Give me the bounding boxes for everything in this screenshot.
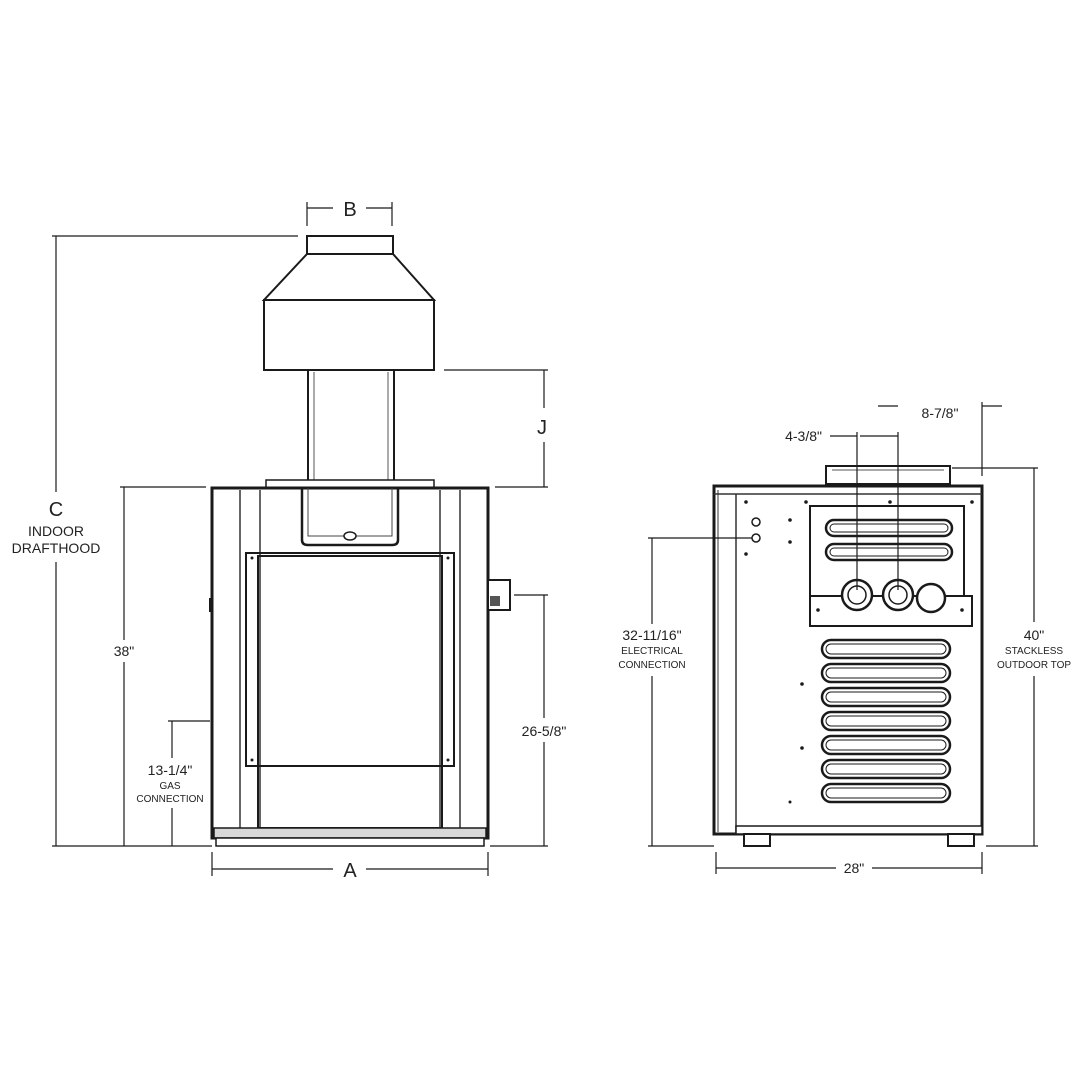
dim-40-note-1: STACKLESS bbox=[1005, 646, 1063, 657]
dim-electrical-note-1: ELECTRICAL bbox=[621, 646, 683, 657]
dim-c-note-2: DRAFTHOOD bbox=[12, 540, 101, 556]
dim-40-label: 40" bbox=[1024, 627, 1045, 643]
side-foot bbox=[743, 833, 771, 847]
control-bracket bbox=[300, 488, 400, 547]
flue-pipe bbox=[307, 369, 395, 483]
dim-gas-note-2: CONNECTION bbox=[136, 794, 203, 805]
electrical-knockout bbox=[751, 517, 761, 527]
drafthood-body bbox=[263, 299, 435, 371]
dim-a-label: A bbox=[343, 860, 357, 882]
dim-8-7-8-label: 8-7/8" bbox=[922, 405, 959, 421]
side-foot bbox=[947, 833, 975, 847]
drafthood-collar bbox=[306, 235, 394, 255]
dim-28-label: 28" bbox=[844, 860, 865, 876]
side-base bbox=[735, 825, 983, 835]
dim-4-3-8-label: 4-3/8" bbox=[785, 428, 822, 444]
dim-water-label: 26-5/8" bbox=[522, 723, 567, 739]
dim-c-label: C bbox=[49, 499, 63, 521]
gas-fitting bbox=[209, 598, 213, 612]
dim-38-label: 38" bbox=[114, 643, 135, 659]
dim-gas-note-1: GAS bbox=[159, 781, 180, 792]
outdoor-top-cap bbox=[825, 465, 951, 485]
electrical-knockout bbox=[751, 533, 761, 543]
drain-port bbox=[915, 582, 947, 614]
dim-c-note-1: INDOOR bbox=[28, 523, 84, 539]
dim-electrical-note-2: CONNECTION bbox=[618, 660, 685, 671]
front-base bbox=[213, 827, 487, 839]
dim-electrical-label: 32-11/16" bbox=[622, 627, 681, 643]
dim-j-label: J bbox=[537, 417, 547, 439]
lower-louvers bbox=[820, 638, 952, 804]
dim-40-note-2: OUTDOOR TOP bbox=[997, 660, 1071, 671]
dim-gas-label: 13-1/4" bbox=[148, 762, 193, 778]
front-door-panel bbox=[245, 552, 455, 767]
side-view: 4-3/8" 8-7/8" 32-11/16" ELECTRICAL CONNE… bbox=[618, 402, 1071, 876]
drafthood-cone bbox=[261, 253, 437, 301]
front-view: B J C INDOOR DRAFTHOOD 38" 13-1/4" GAS C… bbox=[12, 199, 567, 882]
dim-b-label: B bbox=[343, 199, 356, 221]
